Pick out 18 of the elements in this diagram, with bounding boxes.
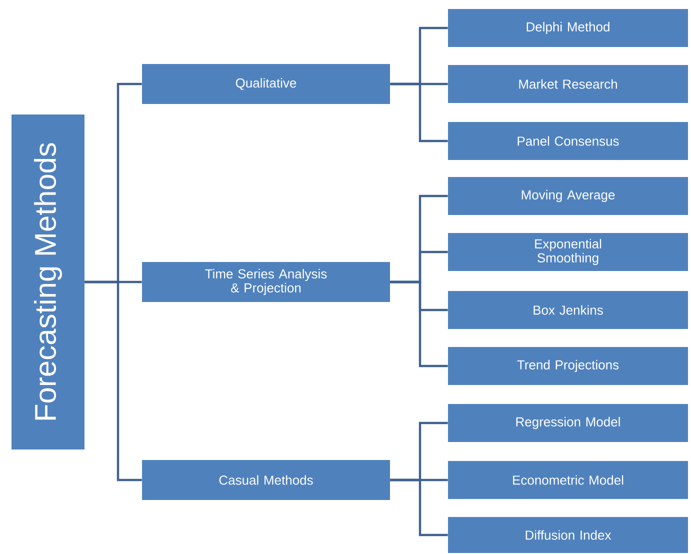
category-box: Qualitative (142, 64, 390, 104)
bracket-connector (390, 82, 448, 142)
bracket-connector (390, 280, 448, 368)
method-box: Regression Model (448, 404, 688, 442)
title-box: Forecasting Methods (12, 114, 84, 450)
method-box: Delphi Method (448, 9, 688, 47)
method-box: Market Research (448, 65, 688, 103)
method-box: Moving Average (448, 177, 688, 215)
category-box: Time Series Analysis & Projection (142, 262, 390, 302)
method-box: Trend Projections (448, 346, 688, 385)
category-box: Casual Methods (142, 460, 390, 500)
method-box: Panel Consensus (448, 122, 688, 160)
method-box: Diffusion Index (448, 516, 688, 553)
bracket-connector (84, 280, 142, 482)
method-box: Box Jenkins (448, 291, 688, 329)
bracket-connector (390, 478, 448, 536)
method-box: Econometric Model (448, 460, 688, 499)
method-box: Exponential Smoothing (448, 233, 688, 271)
